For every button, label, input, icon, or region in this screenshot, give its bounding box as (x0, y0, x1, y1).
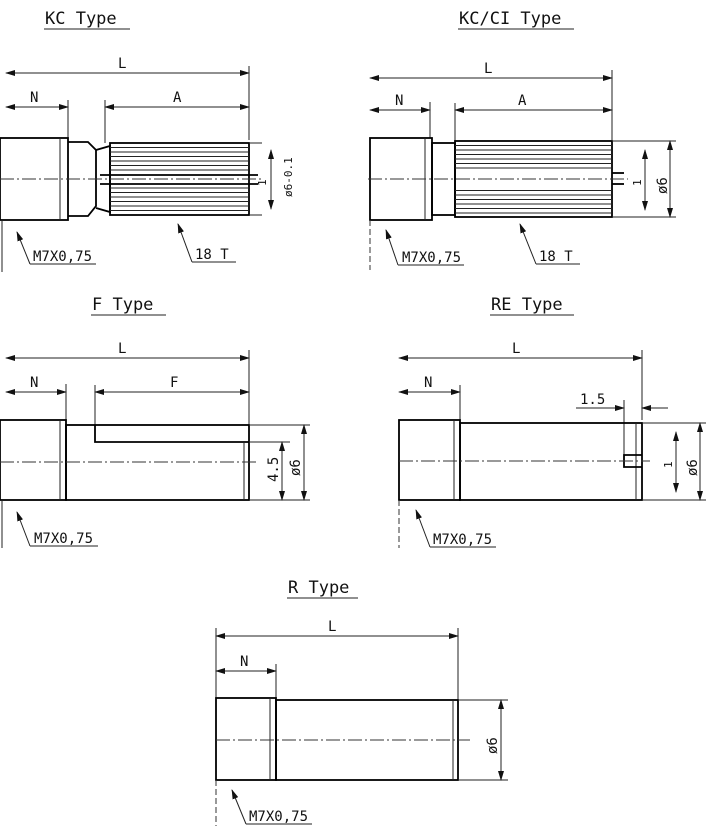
kc-dim-l-label: L (118, 56, 126, 72)
kcci-dim-dia-label: ø6 (655, 177, 671, 194)
kcci-dim-slot-label: 1 (631, 179, 644, 186)
kc-thread-label: M7X0,75 (33, 249, 92, 265)
f-flat-edge (94, 425, 249, 443)
kcci-knurl-lines (455, 145, 612, 214)
re-type-panel: RE Type L N 1.5 ø6 1 M7X0,75 (398, 295, 706, 548)
kc-knurl-lines (110, 147, 249, 211)
re-dim-l-label: L (512, 341, 520, 357)
re-threaded-bushing (398, 419, 461, 501)
kc-dim-a-label: A (173, 90, 182, 106)
kc-dim-n-label: N (30, 90, 38, 106)
f-dim-dia-label: ø6 (288, 459, 304, 476)
re-dim-slot-depth-label: 1.5 (580, 392, 605, 408)
kc-dim-slot-label: 1 (256, 179, 269, 186)
kc-type-title: KC Type (45, 9, 117, 29)
f-dim-flat-label: 4.5 (266, 457, 282, 482)
kc-teeth-label: 18 T (195, 247, 229, 263)
r-type-panel: R Type L N ø6 M7X0,75 (215, 578, 508, 826)
f-type-panel: F Type L N F 4.5 ø6 M7X0,75 (0, 295, 310, 548)
r-type-title: R Type (288, 578, 349, 598)
re-dim-dia-label: ø6 (685, 459, 701, 476)
kcci-dim-n-label: N (395, 93, 403, 109)
r-threaded-bushing (215, 697, 277, 781)
kcci-dim-a-label: A (518, 93, 527, 109)
kcci-teeth-leader (519, 223, 537, 265)
kcci-thread-leader (385, 229, 399, 266)
kc-collar (68, 141, 97, 217)
kcci-dim-l-label: L (484, 61, 492, 77)
r-thread-label: M7X0,75 (249, 809, 308, 825)
re-type-title: RE Type (491, 295, 563, 315)
f-thread-leader (16, 511, 31, 547)
kcci-type-title: KC/CI Type (459, 9, 561, 29)
re-thread-label: M7X0,75 (433, 532, 492, 548)
f-type-title: F Type (92, 295, 153, 315)
kc-dim-dia-label: ø6-0.1 (282, 157, 295, 197)
r-dim-l-label: L (328, 619, 336, 635)
kcci-thread-label: M7X0,75 (402, 250, 461, 266)
r-dim-n-label: N (240, 654, 248, 670)
kc-thread-leader (16, 231, 31, 265)
kcci-teeth-label: 18 T (539, 249, 573, 265)
re-thread-leader (415, 509, 431, 548)
re-dim-slot-label: 1 (662, 461, 675, 468)
f-dim-f-label: F (170, 375, 178, 391)
f-threaded-bushing (0, 419, 67, 501)
f-dim-n-label: N (30, 375, 38, 391)
re-dim-n-label: N (424, 375, 432, 391)
kc-teeth-leader (177, 223, 193, 263)
f-thread-label: M7X0,75 (34, 531, 93, 547)
r-dim-dia-label: ø6 (485, 737, 501, 754)
f-dim-l-label: L (118, 341, 126, 357)
r-thread-leader (231, 789, 247, 825)
kc-type-panel: KC Type L N A ø6-0.1 1 M7 (0, 9, 295, 272)
kcci-type-panel: KC/CI Type L N A ø6 1 M7X0,75 18 T (368, 9, 676, 270)
